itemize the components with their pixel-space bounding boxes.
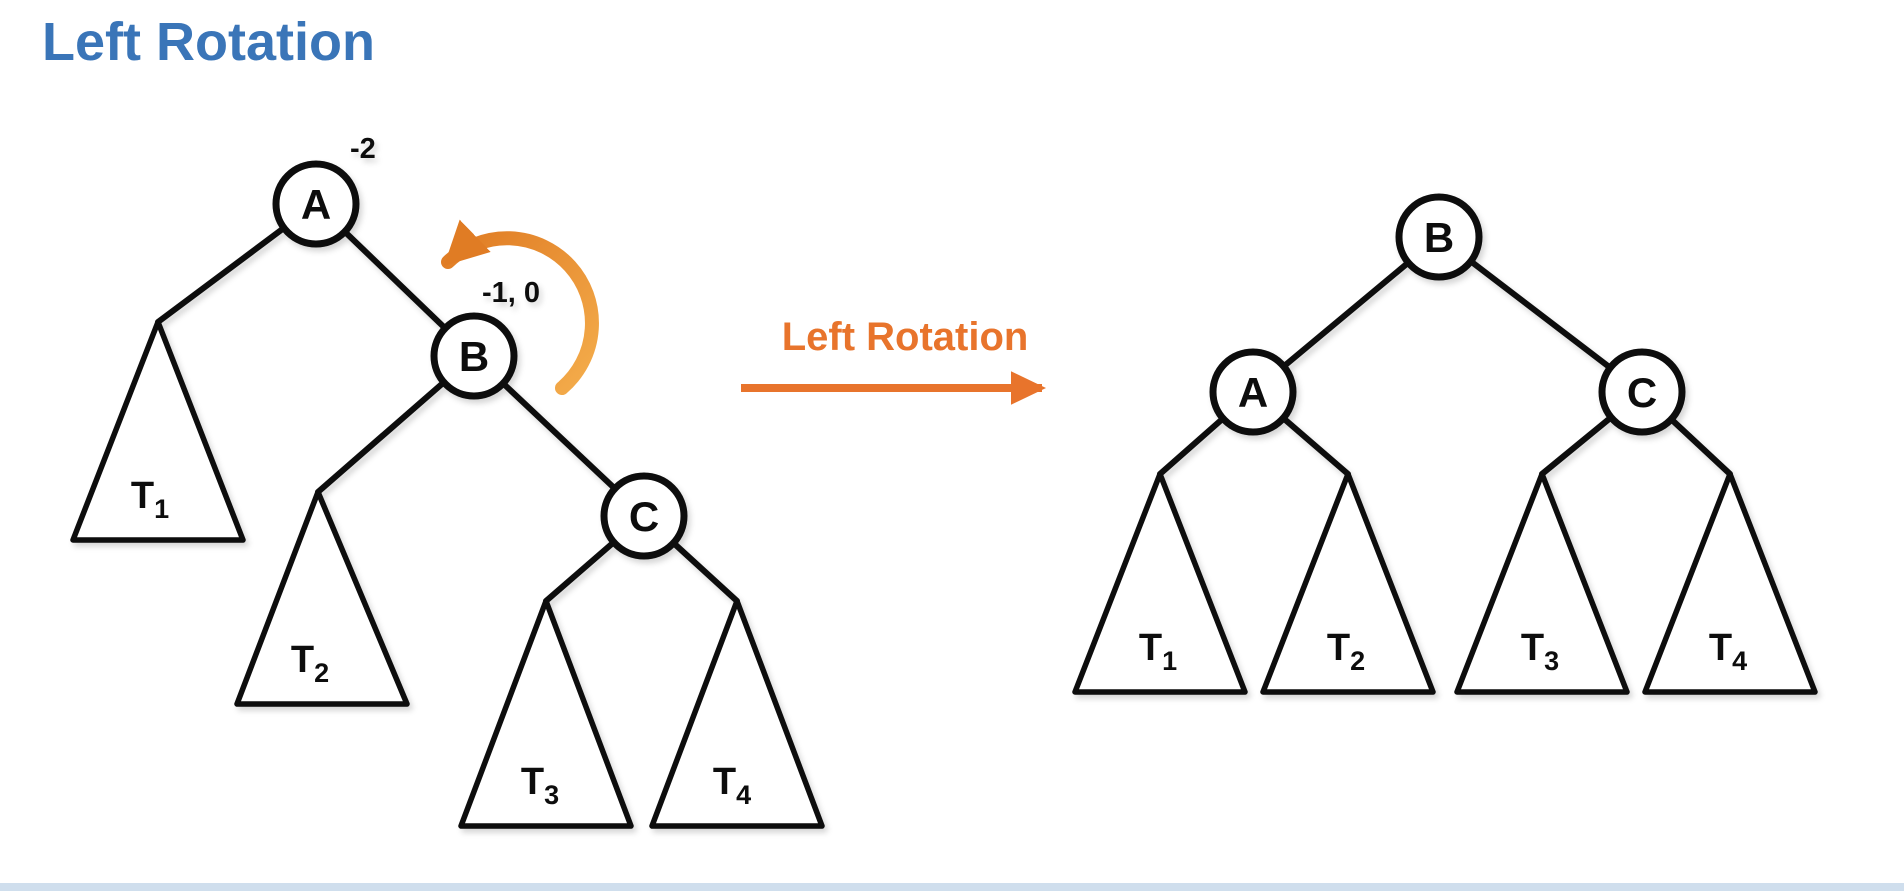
node-b-label: B xyxy=(1424,214,1454,261)
transition-label: Left Rotation xyxy=(782,315,1029,359)
node-a-label: A xyxy=(301,181,331,228)
node-c-circle xyxy=(1598,348,1686,436)
rotation-arrow-icon xyxy=(441,219,599,395)
subtree-t4-sub: 4 xyxy=(1732,646,1747,676)
transition: Left Rotation xyxy=(741,315,1046,405)
subtree-t1-sub: 1 xyxy=(154,494,169,524)
subtree-t3-base: T xyxy=(1521,627,1544,669)
subtree-t1-label: T1 xyxy=(1139,627,1177,676)
node-c-circle xyxy=(600,472,688,560)
node-b-label: B xyxy=(459,333,489,380)
balance-factor-a: -2 xyxy=(350,133,376,165)
node-b-circle xyxy=(1395,193,1483,281)
subtree-t3-label: T3 xyxy=(521,761,559,810)
bottom-strip xyxy=(0,883,1904,891)
subtree-t2-label: T2 xyxy=(291,639,329,688)
node-c-label: C xyxy=(1627,369,1657,416)
subtree-t3-sub: 3 xyxy=(1544,646,1559,676)
subtree-t4 xyxy=(649,598,825,829)
subtree-t1 xyxy=(1072,471,1248,695)
subtree-t1-base: T xyxy=(1139,627,1162,669)
balanced-tree: B A C T1 T2 T3 T4 xyxy=(1072,193,1818,695)
unbalanced-tree: A B C -2 -1, 0 T1 T2 T3 T4 xyxy=(70,133,825,829)
subtree-t2-base: T xyxy=(1327,627,1350,669)
subtree-t1-sub: 1 xyxy=(1162,646,1177,676)
page-title: Left Rotation xyxy=(42,12,375,72)
subtree-t2-base: T xyxy=(291,639,314,681)
balance-factor-b: -1, 0 xyxy=(482,277,540,309)
subtree-t4-base: T xyxy=(713,761,736,803)
subtree-t2-label: T2 xyxy=(1327,627,1365,676)
subtree-t1 xyxy=(70,319,246,543)
subtree-t4-base: T xyxy=(1709,627,1732,669)
subtree-t3-label: T3 xyxy=(1521,627,1559,676)
subtree-t1-label: T1 xyxy=(131,475,169,524)
subtree-t2-sub: 2 xyxy=(314,658,329,688)
subtree-t3 xyxy=(458,598,634,829)
node-a-label: A xyxy=(1238,369,1268,416)
node-b-circle xyxy=(430,312,518,400)
subtree-t3 xyxy=(1454,471,1630,695)
subtree-t3-base: T xyxy=(521,761,544,803)
subtree-t1-base: T xyxy=(131,475,154,517)
subtree-t4 xyxy=(1642,471,1818,695)
node-a-circle xyxy=(1209,348,1297,436)
subtree-t2 xyxy=(1260,471,1436,695)
subtree-t4-label: T4 xyxy=(713,761,751,810)
subtree-t4-label: T4 xyxy=(1709,627,1747,676)
node-a-circle xyxy=(272,160,360,248)
subtree-t3-sub: 3 xyxy=(544,780,559,810)
subtree-t2 xyxy=(234,489,410,707)
subtree-t4-sub: 4 xyxy=(736,780,751,810)
subtree-t2-sub: 2 xyxy=(1350,646,1365,676)
node-c-label: C xyxy=(629,493,659,540)
